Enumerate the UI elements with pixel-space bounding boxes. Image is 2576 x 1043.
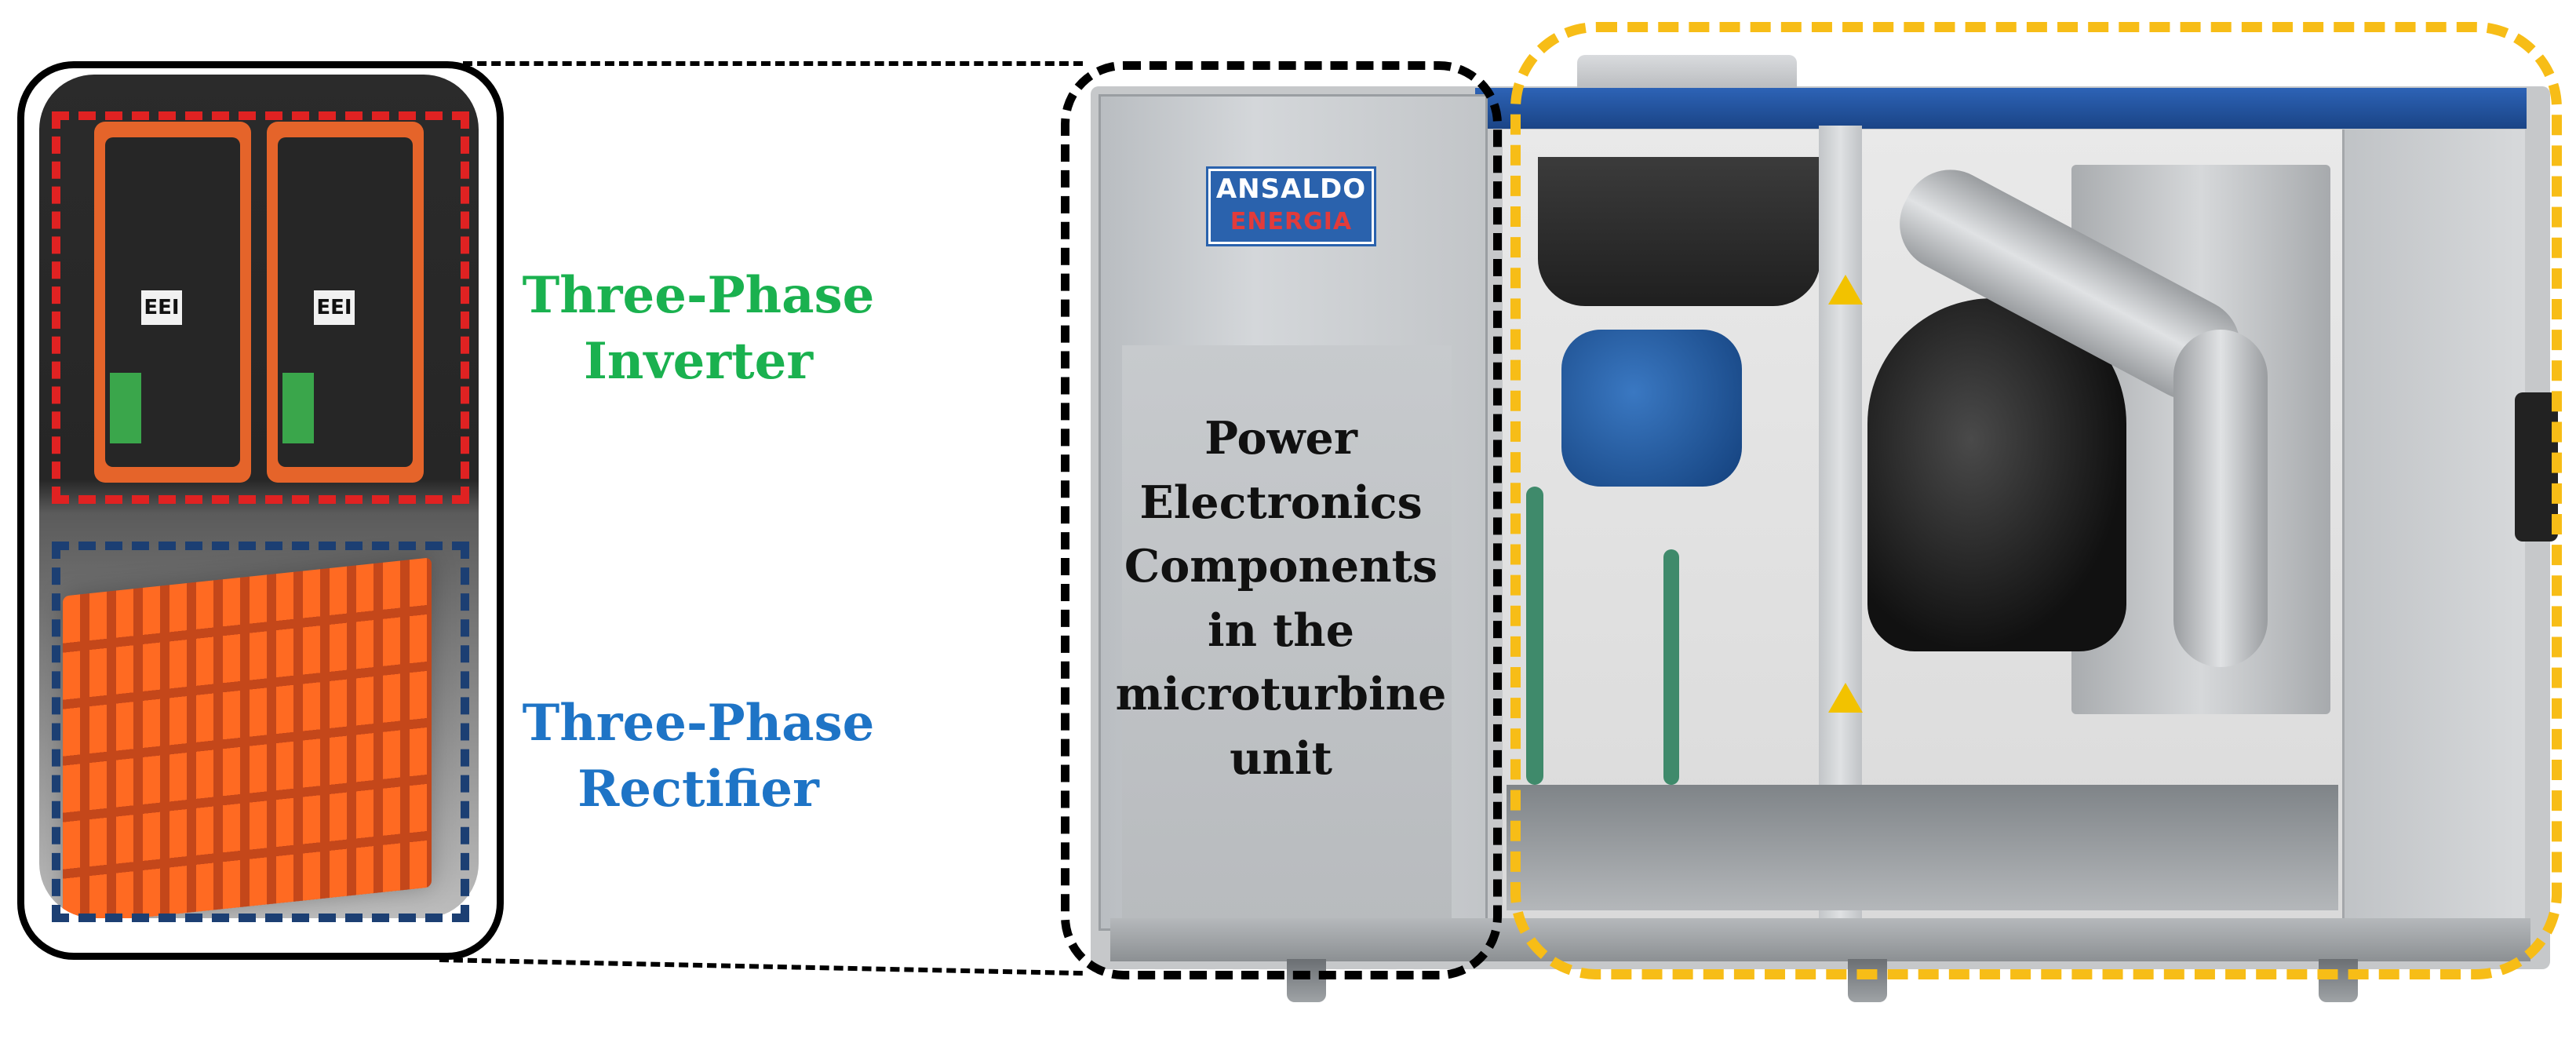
inverter-label: Three-Phase Inverter [502,263,894,396]
power-electronics-label: Power Electronics Components in the micr… [1106,407,1456,790]
air-intake [1538,157,1820,306]
unit-base [1110,918,2530,961]
cable [1663,549,1679,785]
electronics-cabinet-highlight-box [1061,61,1502,979]
electronics-detail-frame [17,61,504,960]
blue-roof [1475,88,2527,129]
cable [1526,487,1543,785]
high-voltage-warning-icon [1828,275,1863,305]
generator [1867,298,2126,651]
inverter-module-left: EEI [94,122,251,483]
inverter-highlight-box [52,111,469,504]
leveling-foot [1848,959,1887,1002]
lower-frame [1507,785,2338,910]
pe-label-line: Electronics [1139,476,1423,529]
leveling-foot [2319,959,2358,1002]
door-panel [1122,345,1452,926]
pe-label-line: unit [1230,731,1332,785]
rectifier-label-line: Three-Phase [522,694,875,753]
pe-label-line: in the [1208,604,1354,657]
ansaldo-energia-logo: ANSALDO ENERGIA [1206,166,1376,246]
inverter-badge: EEI [141,290,182,325]
leveling-foot [1287,959,1326,1002]
pe-label-line: Components [1124,540,1438,593]
connector-top [463,61,1083,66]
turbine-highlight-box [1510,22,2562,979]
logo-line-2: ENERGIA [1230,208,1353,235]
rectifier-highlight-box [52,542,469,922]
inverter-module-right: EEI [267,122,424,483]
cooling-fan [2515,392,2558,542]
inverter-badge: EEI [314,290,355,325]
logo-line-1: ANSALDO [1215,173,1367,205]
inverter-label-line: Inverter [583,332,814,392]
right-side-panel [2342,129,2525,922]
exhaust-duct-vertical [2173,330,2268,667]
rectifier-label: Three-Phase Rectifier [502,691,894,823]
connector-bottom [439,957,1083,976]
pe-label-line: Power [1204,412,1357,465]
compressor-housing [1561,330,1742,487]
rectifier-label-line: Rectifier [578,760,819,819]
pe-label-line: microturbine [1115,668,1447,720]
warning-icon [1828,683,1863,713]
inverter-label-line: Three-Phase [522,266,875,325]
